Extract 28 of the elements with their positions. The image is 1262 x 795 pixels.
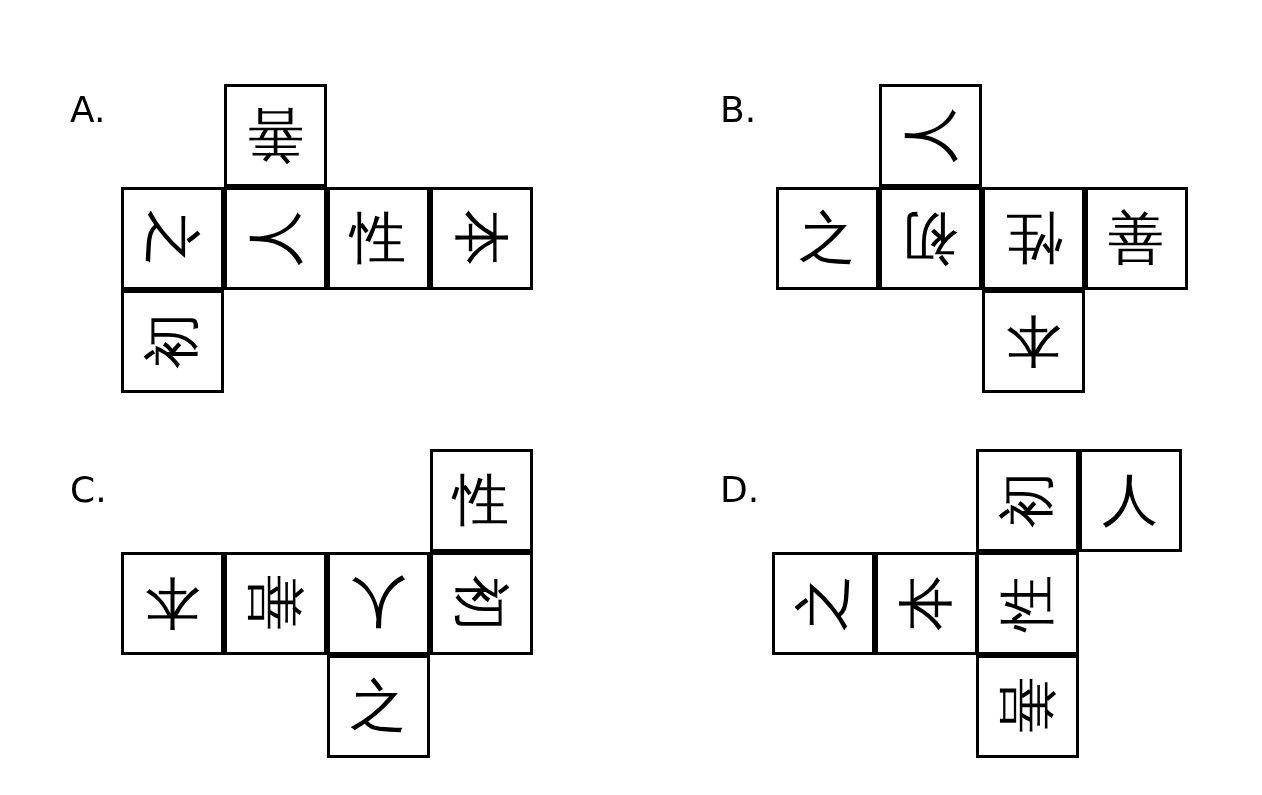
character-square: 初 [975,448,1079,552]
option-label: A. [70,92,106,128]
option-label: C. [70,472,107,508]
character-square: 人 [1078,448,1182,552]
character-square: 善 [223,83,327,187]
character-square: 性 [981,186,1085,290]
character-square: 本 [120,551,224,655]
character-square: 初 [120,289,224,393]
character-square: 人 [878,83,982,187]
character-square: 性 [429,448,533,552]
option-label: D. [720,472,760,508]
character-square: 之 [771,551,875,655]
character-square: 之 [326,654,430,758]
character-square: 本 [429,186,533,290]
character-square: 善 [1084,186,1188,290]
option-label: B. [720,92,757,128]
character-square: 本 [874,551,978,655]
character-square: 性 [326,186,430,290]
character-square: 善 [223,551,327,655]
character-square: 善 [975,654,1079,758]
character-square: 之 [120,186,224,290]
character-square: 初 [878,186,982,290]
character-square: 本 [981,289,1085,393]
character-square: 人 [326,551,430,655]
character-square: 人 [223,186,327,290]
character-square: 性 [975,551,1079,655]
character-square: 之 [775,186,879,290]
character-square: 初 [429,551,533,655]
